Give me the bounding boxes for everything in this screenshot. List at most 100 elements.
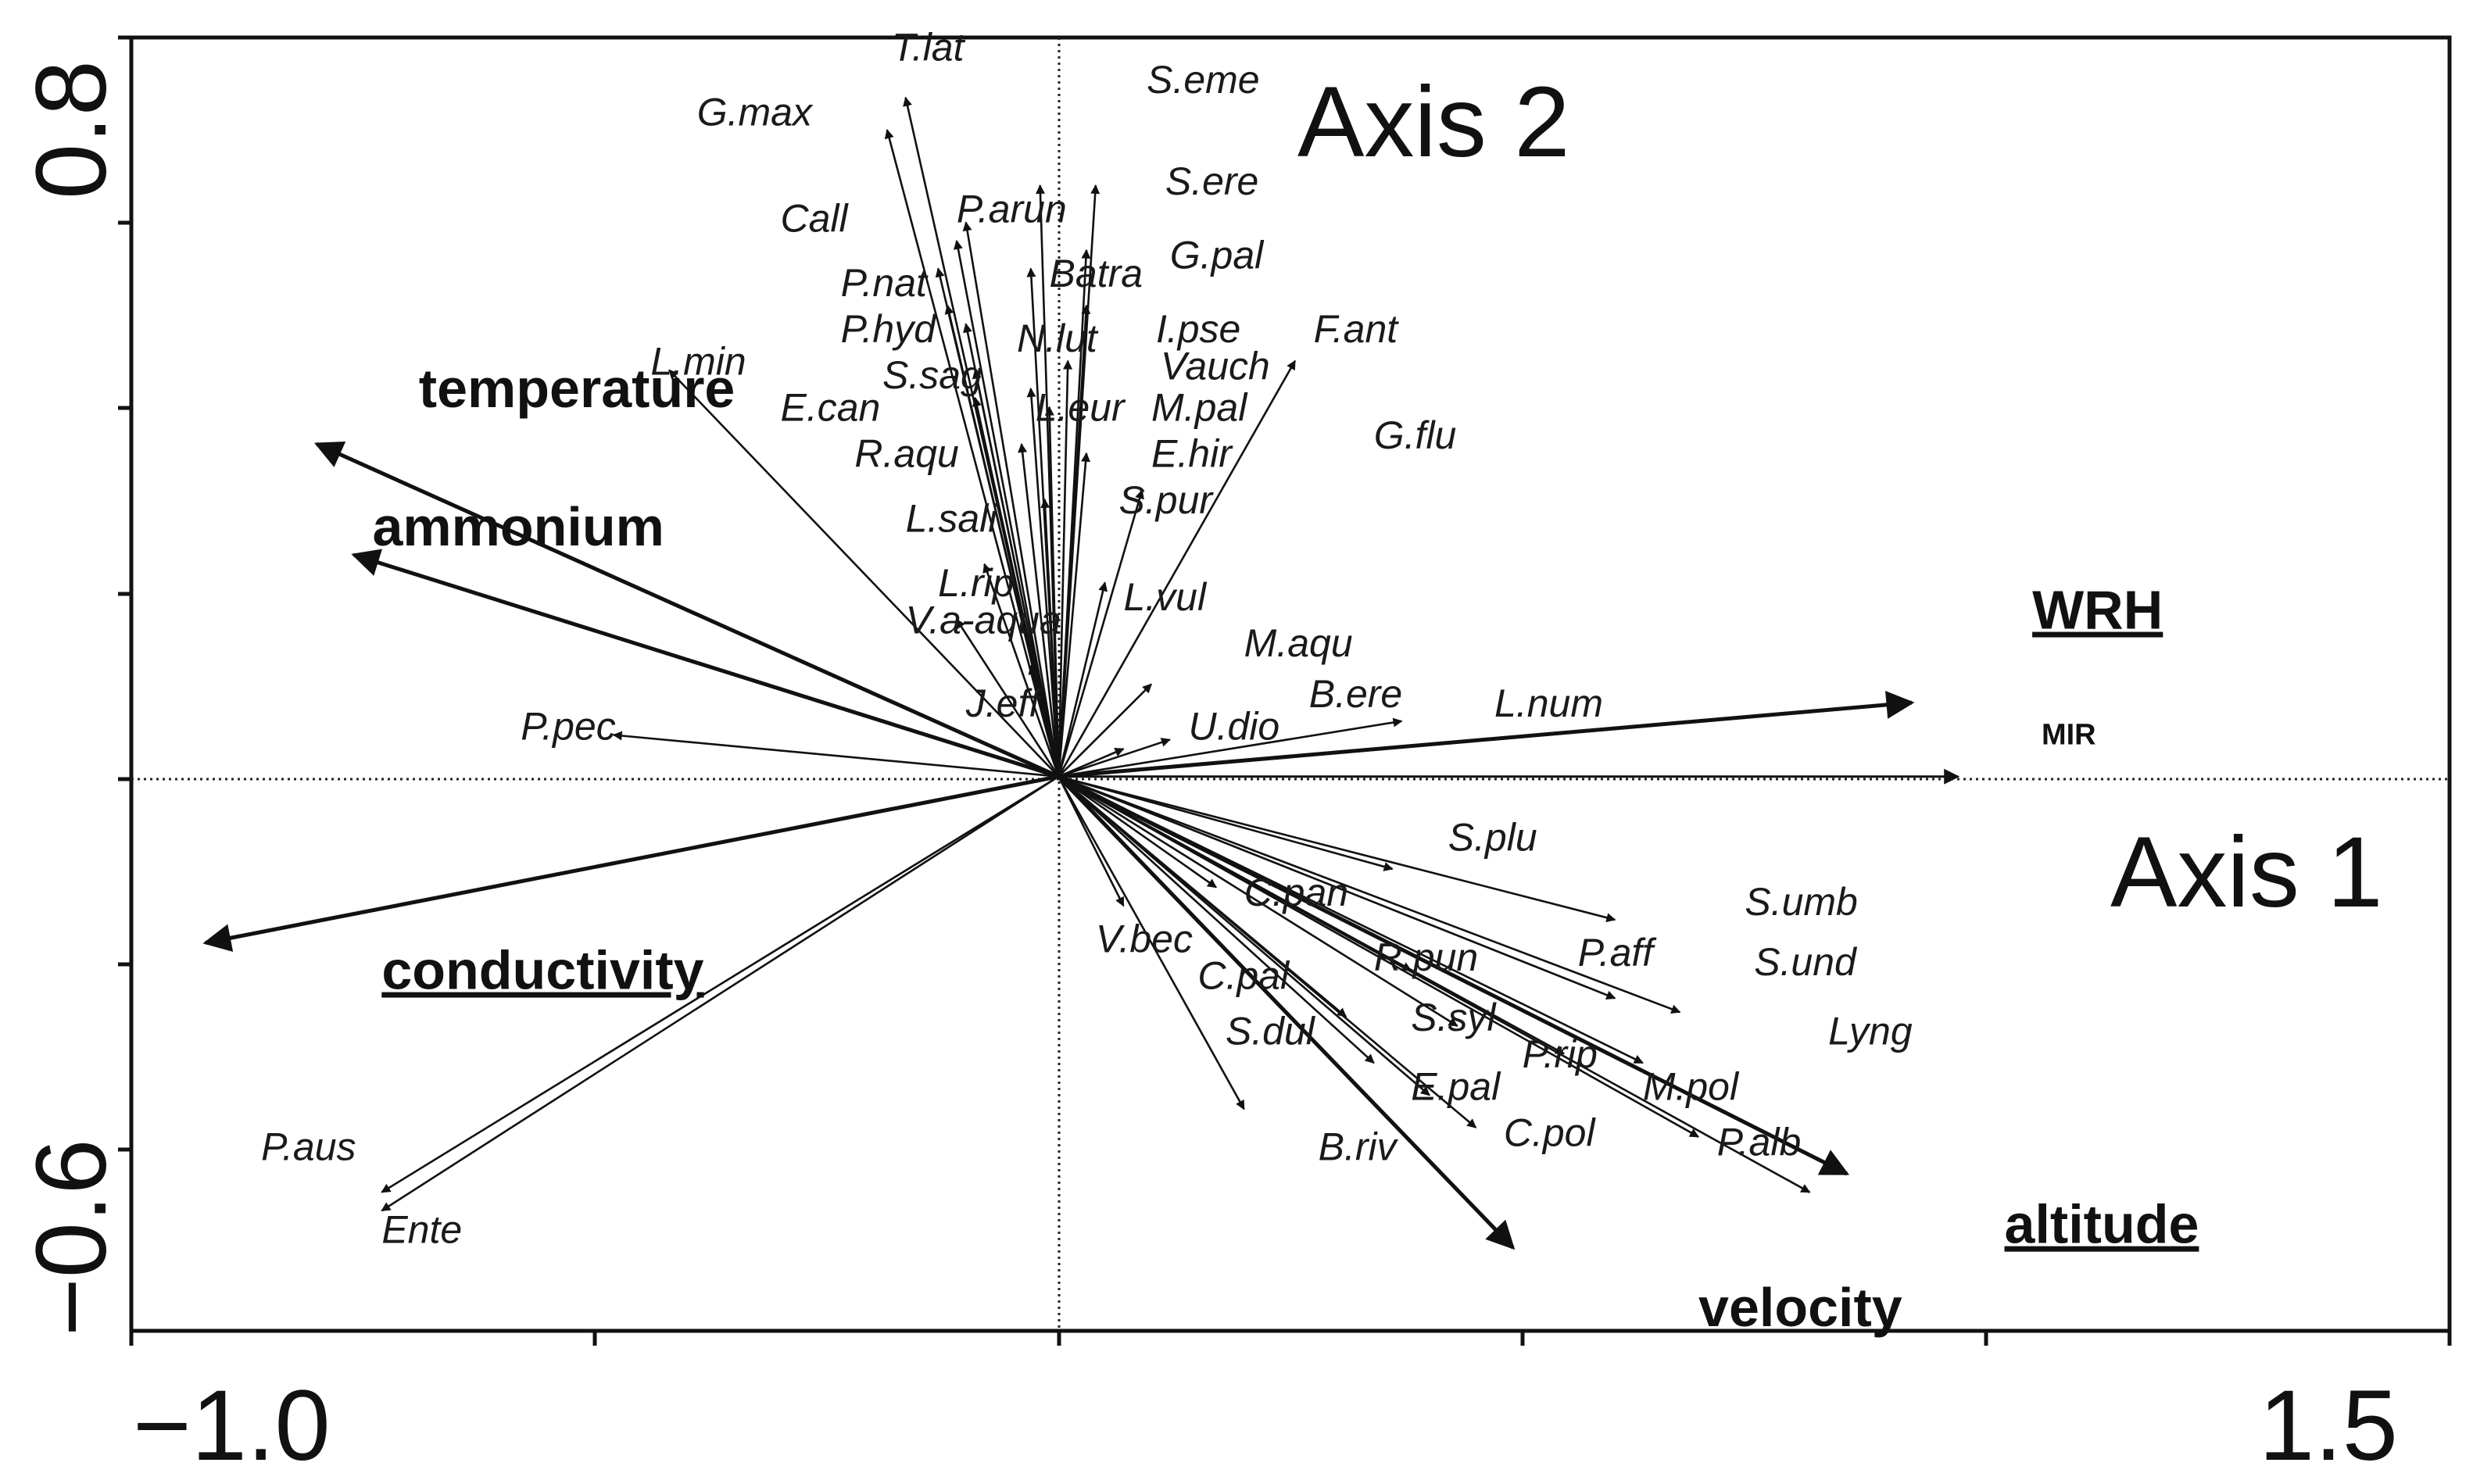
species-label-p-nat: P.nat (841, 261, 929, 305)
x-tick-label-min: −1.0 (133, 1370, 331, 1482)
species-arrow-f-ant (1058, 359, 1297, 778)
species-label-p-alb: P.alb (1717, 1120, 1802, 1164)
species-label-p-rip: P.rip (1523, 1032, 1598, 1076)
y-axis-ticks (118, 35, 131, 1152)
axis-title-1: Axis 1 (2110, 817, 2383, 928)
environmental-arrows (202, 441, 1960, 1250)
species-arrow-s-dul (1058, 775, 1375, 1064)
species-label-p-aff: P.aff (1578, 931, 1657, 974)
species-label-s-umb: S.umb (1745, 880, 1858, 924)
species-arrow-p-hyd (944, 304, 1060, 778)
species-label-call: Call (780, 196, 849, 240)
species-label-ente: Ente (381, 1208, 462, 1252)
species-arrow-p-alb (1058, 775, 1811, 1193)
species-arrow-p-pec (612, 731, 1059, 778)
species-label-s-pur: S.pur (1119, 478, 1215, 522)
plot-frame (129, 35, 2452, 1333)
species-label-s-eme: S.eme (1147, 58, 1260, 102)
species-arrow-p-aus (381, 775, 1060, 1193)
species-label-l-vul: L.vul (1123, 575, 1208, 619)
species-arrow-v-a-aqua (955, 618, 1060, 778)
env-arrow-wrh (1058, 691, 1915, 779)
species-label-m-aqu: M.aqu (1244, 621, 1353, 665)
species-arrow-call (954, 239, 1060, 777)
species-arrow-s-syl (1058, 775, 1458, 1027)
species-label-c-pol: C.pol (1504, 1111, 1597, 1155)
species-arrow-c-pan (1058, 775, 1218, 889)
species-label-p-arun: P.arun (957, 187, 1067, 231)
x-axis-ticks (129, 1331, 2452, 1346)
species-label-s-syl: S.syl (1411, 996, 1497, 1039)
species-arrow-u-dio (1058, 747, 1125, 778)
env-arrow-conductivity (202, 774, 1059, 952)
species-label-s-plu: S.plu (1448, 815, 1537, 859)
species-arrow-b-ere (1058, 738, 1171, 778)
species-arrow-l-eur (1026, 388, 1060, 777)
species-arrow-b-riv (1058, 776, 1245, 1110)
species-label-l-min: L.min (650, 339, 746, 383)
x-tick-label-max: 1.5 (2259, 1370, 2398, 1482)
species-arrow-m-pal (1044, 406, 1060, 777)
species-label-r-pun: R.pun (1374, 935, 1478, 979)
env-label-altitude: altitude (2005, 1194, 2199, 1255)
env-label-mir: MIR (2042, 718, 2096, 751)
species-label-i-pse: I.pse (1156, 307, 1240, 351)
species-arrow-vauch (1058, 359, 1073, 777)
species-arrow-c-pol (1058, 775, 1477, 1128)
env-arrow-velocity (1057, 774, 1516, 1250)
species-label-p-aus: P.aus (261, 1125, 356, 1168)
species-arrow-i-pse (1058, 304, 1091, 777)
species-labels: T.latG.maxS.emeS.ereP.arunCallG.palBatra… (261, 26, 1913, 1252)
species-label-s-sag: S.sag (882, 353, 982, 397)
species-arrow-v-bec (1058, 776, 1125, 907)
species-arrow-s-und (1058, 775, 1681, 1014)
species-label-l-sali: L.sali (906, 496, 999, 540)
species-label-p-pec: P.pec (521, 704, 615, 748)
env-label-velocity: velocity (1698, 1277, 1902, 1338)
y-tick-label-min: −0.6 (16, 1139, 127, 1336)
species-label-l-num: L.num (1494, 681, 1603, 725)
species-arrow-s-umb (1058, 775, 1616, 923)
species-label-j-eff: J.eff (965, 681, 1044, 725)
species-label-e-pal: E.pal (1411, 1064, 1501, 1108)
species-arrow-e-can (972, 396, 1060, 777)
env-arrow-temperature (313, 441, 1060, 778)
environmental-labels: temperatureammoniumconductivityWRHMIRalt… (372, 358, 2199, 1338)
species-label-b-ere: B.ere (1309, 672, 1403, 716)
species-label-m-pol: M.pol (1643, 1064, 1740, 1108)
species-label-m-pal: M.pal (1151, 386, 1248, 430)
species-label-p-hyd: P.hyd (841, 307, 938, 351)
species-label-g-flu: G.flu (1374, 413, 1457, 457)
species-arrows (381, 96, 1811, 1212)
species-label-u-dio: U.dio (1188, 704, 1279, 748)
species-arrow-e-hir (1058, 452, 1091, 777)
species-arrow-p-aff (1058, 775, 1616, 1000)
species-arrow-ente (381, 775, 1060, 1212)
species-arrow-m-aqu (1058, 683, 1152, 778)
species-label-n-lut: N.lut (1017, 316, 1099, 360)
env-label-conductivity: conductivity (381, 940, 703, 1001)
species-label-c-pal: C.pal (1197, 954, 1290, 998)
species-label-e-hir: E.hir (1151, 432, 1233, 476)
species-label-s-und: S.und (1754, 940, 1858, 984)
species-label-batra: Batra (1050, 252, 1143, 295)
species-label-c-pan: C.pan (1244, 871, 1348, 914)
env-label-ammonium: ammonium (372, 496, 664, 557)
species-label-lyng: Lyng (1828, 1010, 1913, 1053)
species-arrow-j-eff (1028, 664, 1060, 778)
species-label-s-dul: S.dul (1226, 1010, 1316, 1053)
species-arrow-l-min (668, 369, 1060, 778)
species-label-l-eur: L.eur (1036, 386, 1126, 430)
species-label-l-rip: L.rip (938, 561, 1014, 605)
species-label-g-max: G.max (697, 90, 814, 134)
species-label-v-a-aqua: V.a-aqua (906, 598, 1061, 642)
axis-title-2: Axis 2 (1297, 66, 1570, 178)
species-arrow-l-sali (1040, 498, 1060, 777)
species-label-s-ere: S.ere (1165, 159, 1259, 203)
env-arrow-altitude (1058, 774, 1850, 1176)
species-label-v-bec: V.bec (1096, 917, 1193, 960)
species-arrow-l-rip (982, 563, 1060, 778)
species-label-t-lat: T.lat (892, 26, 966, 70)
env-arrow-ammonium (351, 549, 1060, 779)
